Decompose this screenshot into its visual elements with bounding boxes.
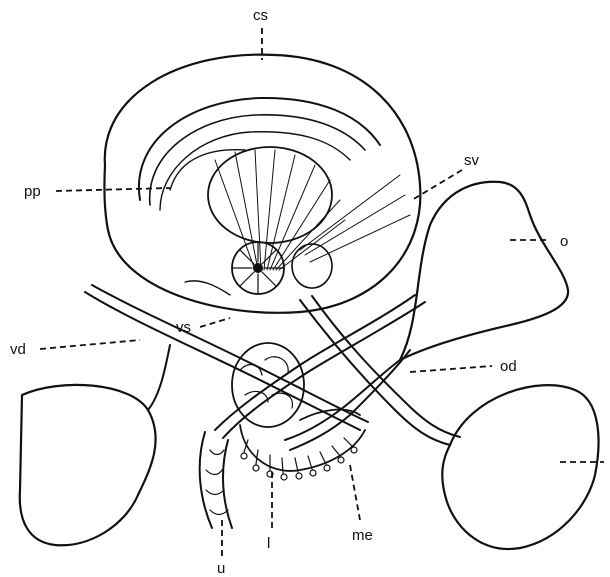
vas-deferens bbox=[85, 285, 460, 445]
label-sv: sv bbox=[464, 152, 480, 169]
label-vs: vs bbox=[176, 319, 191, 336]
label-o: o bbox=[560, 233, 568, 250]
label-l: l bbox=[267, 535, 270, 552]
uterus bbox=[200, 343, 304, 528]
right-testis bbox=[442, 385, 598, 549]
label-pp: pp bbox=[24, 183, 41, 200]
leader-lines bbox=[40, 28, 604, 560]
cirrus-sac bbox=[104, 55, 420, 313]
ovary bbox=[400, 182, 568, 360]
label-me: me bbox=[352, 527, 373, 544]
label-vd: vd bbox=[10, 341, 26, 358]
label-u: u bbox=[217, 560, 225, 577]
oviduct bbox=[285, 350, 410, 450]
left-testis bbox=[20, 345, 170, 545]
label-od: od bbox=[500, 358, 517, 375]
label-cs: cs bbox=[253, 7, 268, 24]
